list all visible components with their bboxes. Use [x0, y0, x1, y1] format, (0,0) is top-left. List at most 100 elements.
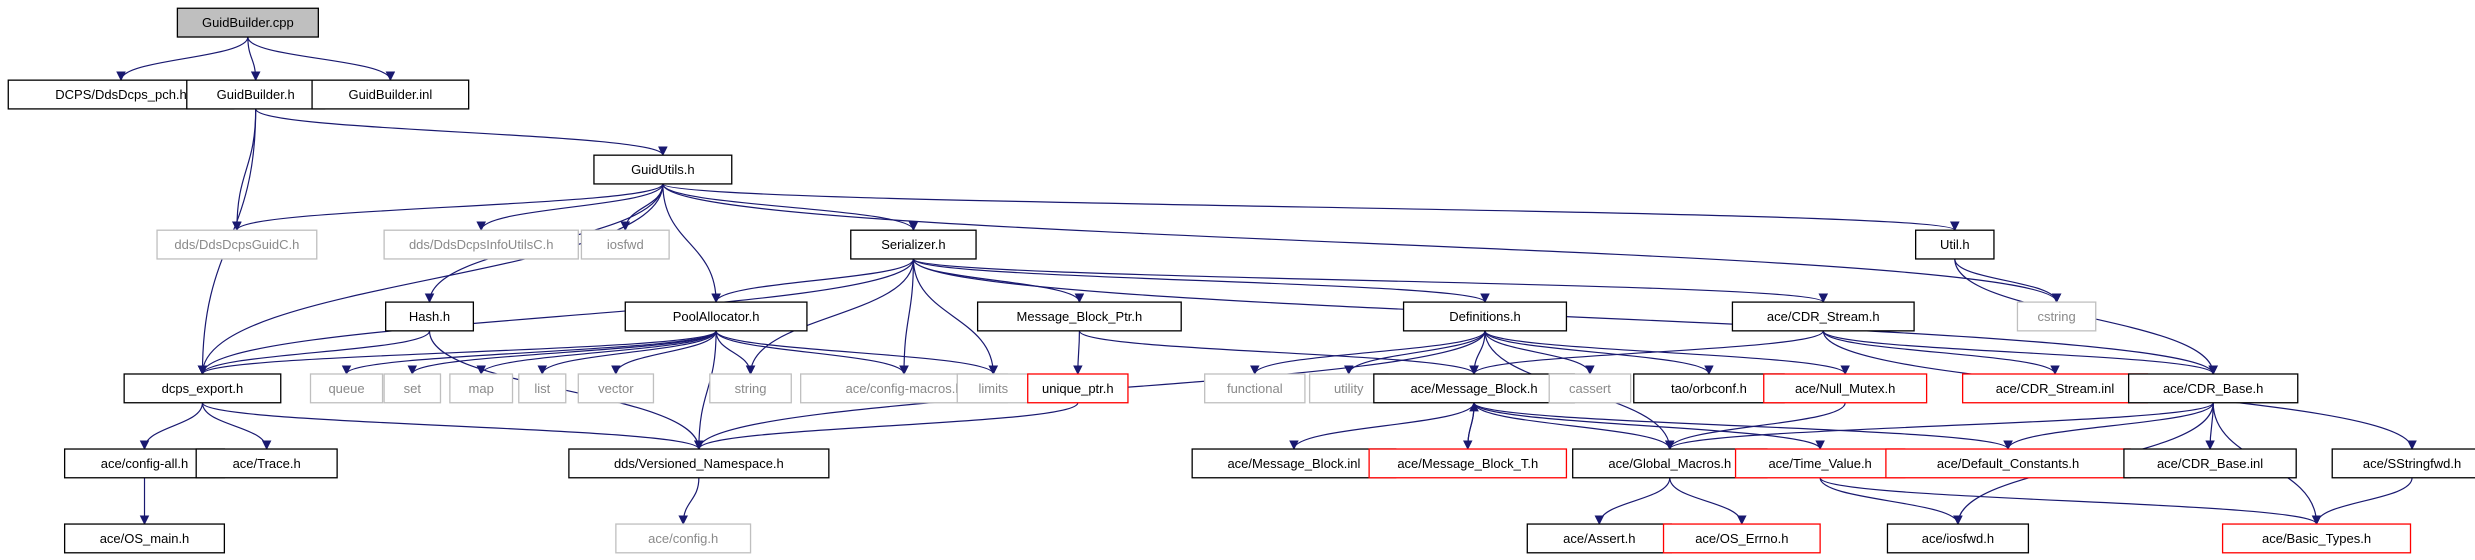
node-aceiosfwd[interactable]: ace/iosfwd.h [1886, 523, 2030, 554]
node-label: ace/config-all.h [101, 456, 188, 471]
node-gbh[interactable]: GuidBuilder.h [186, 79, 326, 110]
node-gmacros[interactable]: ace/Global_Macros.h [1572, 448, 1768, 479]
node-label: limits [978, 381, 1008, 396]
node-set: set [383, 373, 442, 404]
node-box [976, 301, 1182, 332]
edge-pool-to-vector [611, 330, 717, 375]
node-label: Message_Block_Ptr.h [1017, 309, 1143, 324]
edge-defs-to-functional [1250, 330, 1486, 375]
node-nullmutex[interactable]: ace/Null_Mutex.h [1763, 373, 1928, 404]
node-basictypes[interactable]: ace/Basic_Types.h [2221, 523, 2412, 554]
node-box [2331, 448, 2475, 479]
node-label: iosfwd [607, 237, 644, 252]
node-label: utility [1334, 381, 1364, 396]
node-cdrbaseinl[interactable]: ace/CDR_Base.inl [2123, 448, 2297, 479]
node-uptr[interactable]: unique_ptr.h [1027, 373, 1129, 404]
node-label: ace/config-macros.h [845, 381, 962, 396]
edge-pool-to-list [537, 330, 717, 375]
node-guidutils[interactable]: GuidUtils.h [593, 154, 733, 185]
node-label: cstring [2037, 309, 2075, 324]
node-mbinl[interactable]: ace/Message_Block.inl [1191, 448, 1397, 479]
node-label: GuidUtils.h [631, 162, 695, 177]
node-label: map [469, 381, 494, 396]
node-infoutils: dds/DdsDcpsInfoUtilsC.h [383, 229, 579, 260]
node-label: ace/CDR_Stream.h [1767, 309, 1880, 324]
edge-mbptr-to-uptr [1073, 330, 1083, 375]
node-vns[interactable]: dds/Versioned_Namespace.h [568, 448, 830, 479]
node-label: string [735, 381, 767, 396]
node-label: ace/Message_Block.h [1410, 381, 1537, 396]
node-hash[interactable]: Hash.h [385, 301, 475, 332]
node-gbinl[interactable]: GuidBuilder.inl [311, 79, 470, 110]
node-mb[interactable]: ace/Message_Block.h [1373, 373, 1575, 404]
node-label: ace/SStringfwd.h [2363, 456, 2461, 471]
edge-pool-to-limits [715, 330, 998, 375]
edge-cdrbase-to-gmacros [1665, 402, 2214, 450]
node-util[interactable]: Util.h [1915, 229, 1995, 260]
node-label: GuidBuilder.inl [348, 87, 432, 102]
node-box [311, 79, 470, 110]
node-box [2016, 301, 2097, 332]
edge-guidutils-to-util [662, 183, 1960, 232]
node-label: Util.h [1940, 237, 1970, 252]
node-iosfwd: iosfwd [580, 229, 670, 260]
node-label: Serializer.h [881, 237, 945, 252]
node-box [1572, 448, 1768, 479]
node-list: list [518, 373, 567, 404]
node-mbt[interactable]: ace/Message_Block_T.h [1368, 448, 1568, 479]
node-orbconf[interactable]: tao/orbconf.h [1633, 373, 1785, 404]
node-label: ace/CDR_Base.h [2163, 381, 2263, 396]
node-label: PoolAllocator.h [673, 309, 760, 324]
node-serializer[interactable]: Serializer.h [850, 229, 977, 260]
node-box [518, 373, 567, 404]
node-box [709, 373, 792, 404]
node-label: vector [598, 381, 634, 396]
node-label: queue [328, 381, 364, 396]
node-cdrstream[interactable]: ace/CDR_Stream.h [1731, 301, 1915, 332]
node-box [1191, 448, 1397, 479]
node-oserrno[interactable]: ace/OS_Errno.h [1662, 523, 1821, 554]
edge-pool-to-cfgmacros [715, 330, 909, 375]
node-cstring: cstring [2016, 301, 2097, 332]
node-guidc: dds/DdsDcpsGuidC.h [156, 229, 318, 260]
node-label: Definitions.h [1449, 309, 1521, 324]
edge-root-to-pch [116, 36, 249, 82]
node-label: dds/DdsDcpsGuidC.h [174, 237, 299, 252]
node-box [1734, 448, 1906, 479]
node-cdrbase[interactable]: ace/CDR_Base.h [2127, 373, 2299, 404]
node-export[interactable]: dcps_export.h [123, 373, 282, 404]
node-osmain[interactable]: ace/OS_main.h [63, 523, 226, 554]
node-box [123, 373, 282, 404]
node-box [1204, 373, 1306, 404]
edge-gbh-to-guidutils [255, 108, 668, 157]
node-box [568, 448, 830, 479]
edge-serializer-to-string [745, 258, 915, 375]
node-label: set [404, 381, 422, 396]
node-timevalue[interactable]: ace/Time_Value.h [1734, 448, 1906, 479]
edge-nullmutex-to-gmacros [1665, 402, 1846, 450]
node-label: dds/Versioned_Namespace.h [614, 456, 784, 471]
node-pool[interactable]: PoolAllocator.h [624, 301, 808, 332]
node-label: ace/Trace.h [233, 456, 301, 471]
node-trace[interactable]: ace/Trace.h [195, 448, 338, 479]
edge-serializer-to-cdrstream [912, 258, 1828, 304]
node-sstring[interactable]: ace/SStringfwd.h [2331, 448, 2475, 479]
node-defconst[interactable]: ace/Default_Constants.h [1885, 448, 2131, 479]
edge-mbptr-to-mb [1078, 330, 1479, 375]
edge-serializer-to-mbptr [912, 258, 1085, 304]
node-box [156, 229, 318, 260]
node-cdrinl[interactable]: ace/CDR_Stream.inl [1961, 373, 2149, 404]
node-defs[interactable]: Definitions.h [1402, 301, 1568, 332]
node-assert[interactable]: ace/Assert.h [1526, 523, 1673, 554]
edge-mb-to-timevalue [1473, 402, 1825, 450]
edge-defs-to-cassert [1484, 330, 1595, 375]
node-box [593, 154, 733, 185]
edge-mb-to-mbinl [1289, 402, 1475, 450]
node-root[interactable]: GuidBuilder.cpp [176, 7, 319, 38]
edge-gmacros-to-oserrno [1669, 477, 1747, 526]
node-box [577, 373, 655, 404]
edge-export-to-vns [201, 402, 704, 450]
edge-serializer-to-limits [912, 258, 999, 375]
node-mbptr[interactable]: Message_Block_Ptr.h [976, 301, 1182, 332]
edge-timevalue-to-basictypes [1819, 477, 2322, 526]
